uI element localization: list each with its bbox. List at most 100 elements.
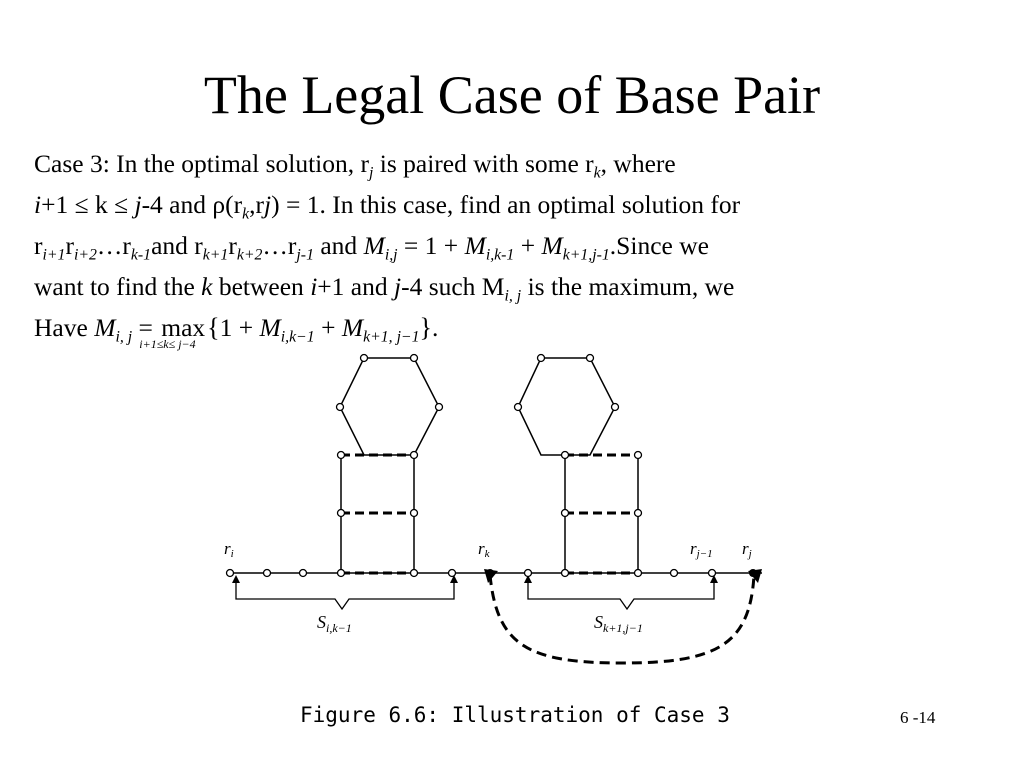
node bbox=[633, 450, 643, 460]
case-description: Case 3: In the optimal solution, r j is p… bbox=[34, 143, 999, 351]
label-s-i-k-1: Si,k−1 bbox=[317, 612, 352, 635]
text-span: j bbox=[393, 272, 402, 301]
text-line-1: Case 3: In the optimal solution, rj is p… bbox=[34, 143, 999, 184]
left-hairpin bbox=[339, 357, 440, 575]
node bbox=[336, 568, 346, 578]
page-number: 6 -14 bbox=[900, 708, 936, 727]
text-span: M bbox=[341, 313, 364, 342]
label-s-k1-j-1: Sk+1,j−1 bbox=[594, 612, 643, 635]
node bbox=[336, 450, 346, 460]
text-span: M bbox=[541, 231, 563, 260]
text-span: r bbox=[34, 231, 43, 260]
left-hexagon-loop bbox=[339, 357, 440, 456]
subscript: i, j bbox=[504, 287, 522, 305]
subscript: k+1,j-1 bbox=[562, 246, 610, 264]
node bbox=[560, 508, 570, 518]
subscript: k-1 bbox=[130, 246, 152, 264]
node bbox=[536, 353, 546, 363]
text-span: r bbox=[65, 231, 74, 260]
node bbox=[633, 568, 643, 578]
text-span: -4 and ρ(r bbox=[141, 190, 243, 219]
text-span: Case 3: In the optimal solution, r bbox=[34, 149, 369, 178]
text-span: M bbox=[94, 313, 116, 342]
text-span: Have bbox=[34, 313, 95, 342]
arrowhead bbox=[710, 575, 718, 583]
text-span: + bbox=[514, 231, 542, 260]
text-line-2: i+1 ≤ k ≤ j-4 and ρ(rk,rj) = 1. In this … bbox=[34, 184, 999, 225]
label-rj: rj bbox=[742, 539, 752, 560]
node bbox=[336, 508, 346, 518]
text-span: = bbox=[132, 313, 160, 342]
arrowhead bbox=[450, 575, 458, 583]
text-span: ,r bbox=[249, 190, 264, 219]
node bbox=[298, 568, 308, 578]
node-rj-1 bbox=[707, 568, 717, 578]
subscript: k bbox=[593, 164, 601, 182]
arrowhead bbox=[232, 575, 240, 583]
text-span: M bbox=[363, 231, 385, 260]
subscript: i, j bbox=[115, 328, 133, 346]
text-span: i bbox=[34, 190, 42, 219]
node bbox=[523, 568, 533, 578]
node bbox=[409, 450, 419, 460]
text-span: ) = 1. In this case, find an optimal sol… bbox=[271, 190, 741, 219]
text-span: M bbox=[464, 231, 486, 260]
subscript: k bbox=[242, 205, 250, 223]
node bbox=[359, 353, 369, 363]
node bbox=[669, 568, 679, 578]
node bbox=[447, 568, 457, 578]
subscript: k+1, j−1 bbox=[363, 328, 420, 346]
node bbox=[610, 402, 620, 412]
text-span: = 1 + bbox=[397, 231, 465, 260]
text-span: -4 such M bbox=[401, 272, 505, 301]
nucleotide-nodes bbox=[225, 353, 717, 578]
base-pair-diagram: ri rk rj−1 rj Si,k−1 Sk+1,j−1 bbox=[224, 353, 762, 665]
text-span: k bbox=[201, 272, 213, 301]
text-span: + bbox=[314, 313, 342, 342]
label-rk: rk bbox=[478, 539, 491, 560]
text-span: j bbox=[263, 190, 272, 219]
node-ri bbox=[225, 568, 235, 578]
subscript: k+1 bbox=[202, 246, 229, 264]
pair-arc-rk-rj bbox=[488, 574, 756, 665]
max-subscript: i+1≤k≤ j−4 bbox=[139, 337, 196, 351]
node bbox=[560, 568, 570, 578]
node bbox=[585, 353, 595, 363]
text-span: +1 and bbox=[317, 272, 394, 301]
text-span: . bbox=[432, 313, 439, 342]
node bbox=[513, 402, 523, 412]
right-hairpin bbox=[517, 357, 639, 575]
node bbox=[262, 568, 272, 578]
left-subsequence-bracket bbox=[235, 583, 455, 611]
text-span: and bbox=[313, 231, 364, 260]
text-span: .Since we bbox=[609, 231, 709, 260]
text-line-3: ri+1ri+2…rk-1and rk+1rk+2…rj-1 and Mi,j … bbox=[34, 225, 999, 266]
node bbox=[560, 450, 570, 460]
node bbox=[434, 402, 444, 412]
max-label: max bbox=[161, 313, 206, 342]
subscript: k+2 bbox=[236, 246, 263, 264]
text-span: r bbox=[228, 231, 237, 260]
label-rj-1: rj−1 bbox=[690, 539, 713, 560]
node bbox=[409, 353, 419, 363]
text-span: is paired with some r bbox=[373, 149, 594, 178]
label-ri: ri bbox=[224, 539, 234, 560]
text-span: …r bbox=[96, 231, 131, 260]
text-span: between bbox=[212, 272, 311, 301]
text-span: and r bbox=[151, 231, 203, 260]
subscript: j-1 bbox=[296, 246, 314, 264]
subscript: i+1 bbox=[42, 246, 66, 264]
left-brace: { bbox=[207, 313, 220, 342]
subscript: i,j bbox=[384, 246, 398, 264]
text-span: want to find the bbox=[34, 272, 202, 301]
text-line-4: want to find the k between i+1 and j-4 s… bbox=[34, 266, 999, 307]
right-subsequence-bracket bbox=[527, 583, 715, 611]
text-span: 1 + bbox=[219, 313, 260, 342]
arrowhead bbox=[524, 575, 532, 583]
text-span: is the maximum, we bbox=[521, 272, 735, 301]
node bbox=[335, 402, 345, 412]
slide-title: The Legal Case of Base Pair bbox=[203, 65, 821, 125]
right-hexagon-loop bbox=[517, 357, 616, 456]
figure-caption: Figure 6.6: Illustration of Case 3 bbox=[300, 703, 730, 727]
